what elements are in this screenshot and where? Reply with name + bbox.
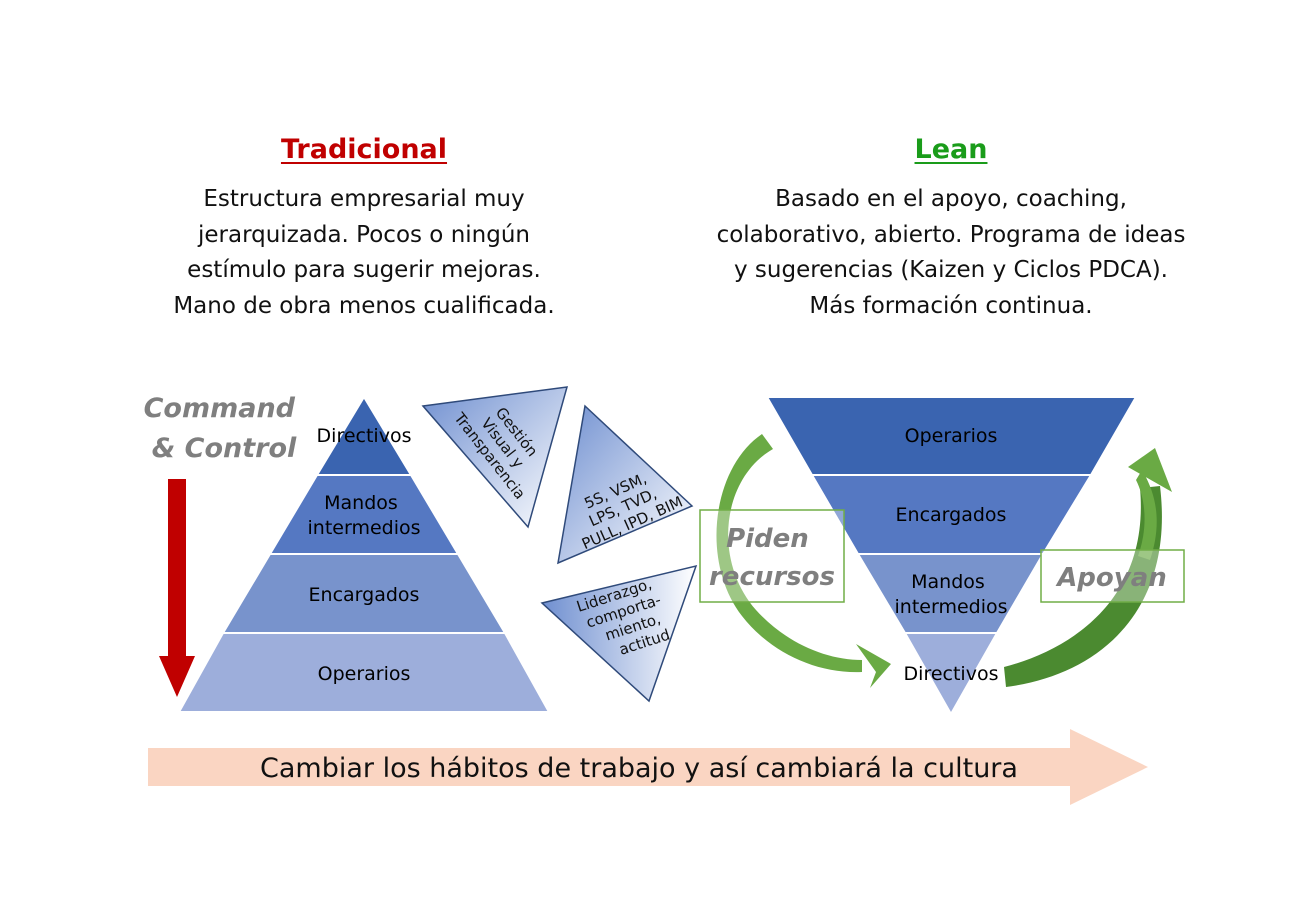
culture-arrow-label: Cambiar los hábitos de trabajo y así cam…	[260, 753, 1018, 784]
piden-recursos-frame	[699, 509, 845, 603]
pyramid-label-line: intermedios	[308, 517, 421, 539]
lean-description: Basado en el apoyo, coaching, colaborati…	[681, 182, 1221, 324]
piden-recursos-box: Piden recursos	[699, 509, 845, 603]
lean-description-line: Más formación continua.	[809, 292, 1093, 319]
lean-label-line: Operarios	[905, 425, 998, 447]
lean-title: Lean	[914, 134, 988, 165]
cycle-arrow-right	[1004, 448, 1172, 687]
pyramid-level-mandos-intermedios	[268, 474, 460, 555]
lean-pyramid	[765, 396, 1138, 717]
pyramid-label: Encargados	[309, 584, 420, 606]
piden-recursos-line: Piden	[726, 524, 809, 554]
pyramid-label-line: Encargados	[309, 584, 420, 606]
culture-arrow	[148, 729, 1148, 805]
tool-triangle-shape	[421, 386, 569, 529]
tool-triangle-liderazgo: Liderazgo, comporta- miento, actitud	[540, 564, 698, 703]
cycle-arrow-left-head	[856, 644, 891, 688]
lean-label-line: Encargados	[896, 504, 1007, 526]
lean-description-line: colaborativo, abierto. Programa de ideas	[716, 221, 1186, 248]
lean-label-line: Mandos	[911, 571, 985, 593]
piden-recursos-label: Piden recursos	[709, 524, 835, 592]
command-down-arrow	[159, 479, 195, 697]
traditional-description-line: Mano de obra menos cualificada.	[173, 292, 555, 319]
lean-label: Mandos intermedios	[895, 571, 1008, 618]
lean-level-directivos	[903, 632, 999, 717]
pyramid-label: Mandos intermedios	[308, 492, 421, 539]
traditional-description-line: estímulo para sugerir mejoras.	[187, 257, 541, 283]
apoyan-frame	[1040, 549, 1185, 603]
pyramid-label: Operarios	[318, 663, 411, 685]
apoyan-box: Apoyan	[1040, 549, 1185, 603]
traditional-description-line: jerarquizada. Pocos o ningún	[197, 221, 530, 248]
traditional-description: Estructura empresarial muy jerarquizada.…	[134, 182, 594, 324]
lean-level-mandos-intermedios	[856, 553, 1045, 634]
lean-description-line: y sugerencias (Kaizen y Ciclos PDCA).	[733, 257, 1168, 283]
cycle-arrow-left	[716, 434, 891, 688]
apoyan-line: Apoyan	[1055, 563, 1167, 593]
lean-labels: Operarios Encargados Mandos intermedios …	[895, 425, 1008, 685]
lean-label-line: Directivos	[904, 663, 999, 685]
traditional-pyramid: Directivos Mandos intermedios Encargados…	[177, 395, 551, 713]
traditional-title: Tradicional	[280, 134, 448, 165]
lean-description-line: Basado en el apoyo, coaching,	[775, 186, 1127, 212]
pyramid-label-line: Operarios	[318, 663, 411, 685]
lean-label: Encargados	[896, 504, 1007, 526]
command-control-line: Command	[144, 393, 296, 424]
tool-triangle-text: Liderazgo, comporta- miento, actitud	[574, 572, 678, 667]
lean-label: Operarios	[905, 425, 998, 447]
piden-recursos-line: recursos	[709, 562, 835, 592]
cycle-arrow-left-body	[716, 434, 862, 673]
cycle-arrow-right-head	[1128, 448, 1172, 492]
pyramid-label-line: Mandos	[324, 492, 398, 514]
tool-triangle-5s: 5S, VSM, LPS, TVD, PULL, IPD, BIM	[557, 404, 694, 565]
pyramid-label-line: Directivos	[317, 425, 412, 447]
lean-label: Directivos	[904, 663, 999, 685]
traditional-description-line: Estructura empresarial muy	[203, 186, 525, 212]
lean-label-line: intermedios	[895, 596, 1008, 618]
pyramid-label: Directivos	[317, 425, 412, 447]
tool-triangle-shape	[557, 404, 694, 565]
cycle-arrow-right-upper	[1136, 470, 1157, 560]
command-control-label: Command & Control	[144, 393, 305, 464]
tool-triangle-shape	[540, 564, 698, 703]
tool-triangle-gestion: Gestión Visual y Transparencia	[421, 386, 569, 529]
pyramid-level-operarios	[177, 632, 551, 713]
command-control-line: & Control	[152, 433, 297, 464]
apoyan-label: Apoyan	[1055, 563, 1167, 593]
